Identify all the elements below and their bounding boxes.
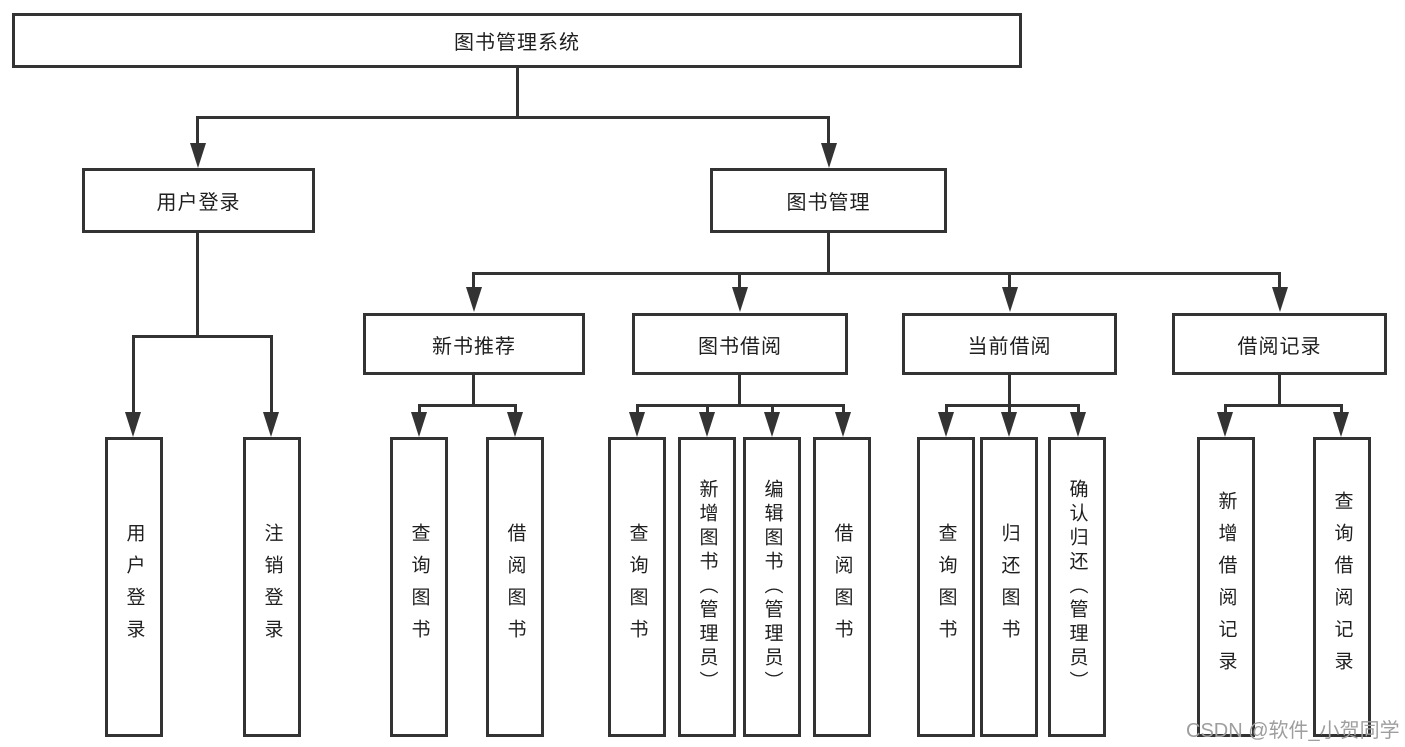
arrowhead-down-icon bbox=[1002, 287, 1018, 312]
leaf-return-book: 归还图书 bbox=[980, 437, 1038, 737]
node-current-borrowing: 当前借阅 bbox=[902, 313, 1117, 375]
leaf-label: 借阅图书 bbox=[504, 523, 526, 651]
connector-stem-leaf bbox=[1340, 404, 1343, 414]
arrowhead-down-icon bbox=[507, 412, 523, 437]
arrowhead-down-icon bbox=[835, 412, 851, 437]
arrowhead-down-icon bbox=[764, 412, 780, 437]
leaf-borrow-books-borrowing: 借阅图书 bbox=[813, 437, 871, 737]
connector-stem-book-mgmt bbox=[827, 116, 830, 144]
connector-stem-leaf bbox=[945, 404, 948, 414]
leaf-label: 新增图书（管理员） bbox=[696, 479, 718, 695]
connector-stem-current-borrow bbox=[1008, 272, 1011, 288]
node-label: 当前借阅 bbox=[967, 335, 1052, 358]
leaf-label: 查询图书 bbox=[408, 523, 430, 651]
connector-user-login-rail bbox=[132, 335, 273, 338]
connector-root-stub bbox=[516, 68, 519, 118]
connector-borrow-records-rail bbox=[1224, 404, 1343, 407]
leaf-label: 注销登录 bbox=[261, 523, 283, 651]
connector-level2-rail bbox=[473, 272, 1281, 275]
leaf-query-books-borrowing: 查询图书 bbox=[608, 437, 666, 737]
connector-stem-new-book-rec bbox=[472, 272, 475, 288]
node-label: 图书管理 bbox=[786, 192, 871, 214]
connector-stem-leaf bbox=[132, 335, 135, 413]
leaf-user-login: 用户登录 bbox=[105, 437, 163, 737]
arrowhead-down-icon bbox=[1001, 412, 1017, 437]
node-label: 图书借阅 bbox=[698, 335, 782, 358]
leaf-label: 归还图书 bbox=[998, 523, 1020, 651]
arrowhead-down-icon bbox=[1272, 287, 1288, 312]
leaf-edit-book-admin: 编辑图书（管理员） bbox=[743, 437, 801, 737]
arrowhead-down-icon bbox=[1070, 412, 1086, 437]
node-user-login: 用户登录 bbox=[82, 168, 315, 233]
node-label: 用户登录 bbox=[156, 192, 241, 214]
connector-stem-leaf bbox=[1008, 404, 1011, 414]
arrowhead-down-icon bbox=[821, 143, 837, 168]
arrowhead-down-icon bbox=[125, 412, 141, 437]
leaf-label: 新增借阅记录 bbox=[1215, 491, 1237, 683]
leaf-label: 查询借阅记录 bbox=[1331, 491, 1353, 683]
arrowhead-down-icon bbox=[629, 412, 645, 437]
csdn-watermark: CSDN @软件_小贺同学 bbox=[1186, 720, 1400, 742]
leaf-label: 编辑图书（管理员） bbox=[761, 479, 783, 695]
connector-borrow-records-stub bbox=[1278, 375, 1281, 406]
node-borrowing-records: 借阅记录 bbox=[1172, 313, 1387, 375]
connector-book-borrow-stub bbox=[738, 375, 741, 406]
leaf-query-borrow-record: 查询借阅记录 bbox=[1313, 437, 1371, 737]
leaf-label: 确认归还（管理员） bbox=[1066, 479, 1088, 695]
node-label: 借阅记录 bbox=[1237, 335, 1322, 358]
connector-stem-leaf bbox=[636, 404, 639, 414]
connector-level1-rail bbox=[197, 116, 830, 119]
connector-user-login-stub bbox=[196, 233, 199, 337]
connector-current-borrow-stub bbox=[1008, 375, 1011, 406]
leaf-logout: 注销登录 bbox=[243, 437, 301, 737]
node-book-borrowing: 图书借阅 bbox=[632, 313, 848, 375]
arrowhead-down-icon bbox=[411, 412, 427, 437]
arrowhead-down-icon bbox=[699, 412, 715, 437]
arrowhead-down-icon bbox=[938, 412, 954, 437]
arrowhead-down-icon bbox=[190, 143, 206, 168]
leaf-borrow-books-recommend: 借阅图书 bbox=[486, 437, 544, 737]
leaf-label: 查询图书 bbox=[626, 523, 648, 651]
leaf-add-book-admin: 新增图书（管理员） bbox=[678, 437, 736, 737]
node-label: 新书推荐 bbox=[432, 335, 516, 358]
leaf-query-books-current: 查询图书 bbox=[917, 437, 975, 737]
node-label: 图书管理系统 bbox=[454, 32, 580, 54]
connector-stem-leaf bbox=[1077, 404, 1080, 414]
connector-stem-leaf bbox=[514, 404, 517, 414]
arrowhead-down-icon bbox=[466, 287, 482, 312]
connector-stem-user-login bbox=[196, 116, 199, 144]
leaf-label: 查询图书 bbox=[935, 523, 957, 651]
connector-new-book-rec-stub bbox=[472, 375, 475, 406]
leaf-label: 用户登录 bbox=[123, 523, 145, 651]
leaf-add-borrow-record: 新增借阅记录 bbox=[1197, 437, 1255, 737]
node-new-book-recommend: 新书推荐 bbox=[363, 313, 585, 375]
arrowhead-down-icon bbox=[732, 287, 748, 312]
connector-stem-leaf bbox=[771, 404, 774, 414]
connector-current-borrow-rail bbox=[945, 404, 1080, 407]
node-book-management: 图书管理 bbox=[710, 168, 947, 233]
arrowhead-down-icon bbox=[263, 412, 279, 437]
connector-book-mgmt-stub bbox=[827, 233, 830, 274]
connector-stem-leaf bbox=[270, 335, 273, 413]
leaf-label: 借阅图书 bbox=[831, 523, 853, 651]
arrowhead-down-icon bbox=[1217, 412, 1233, 437]
connector-stem-borrow-records bbox=[1278, 272, 1281, 288]
arrowhead-down-icon bbox=[1333, 412, 1349, 437]
node-library-system: 图书管理系统 bbox=[12, 13, 1022, 68]
connector-stem-leaf bbox=[1224, 404, 1227, 414]
connector-book-borrow-rail bbox=[636, 404, 845, 407]
connector-new-book-rec-rail bbox=[418, 404, 517, 407]
connector-stem-book-borrow bbox=[738, 272, 741, 288]
connector-stem-leaf bbox=[418, 404, 421, 414]
leaf-confirm-return-admin: 确认归还（管理员） bbox=[1048, 437, 1106, 737]
leaf-query-books-recommend: 查询图书 bbox=[390, 437, 448, 737]
connector-stem-leaf bbox=[706, 404, 709, 414]
connector-stem-leaf bbox=[842, 404, 845, 414]
